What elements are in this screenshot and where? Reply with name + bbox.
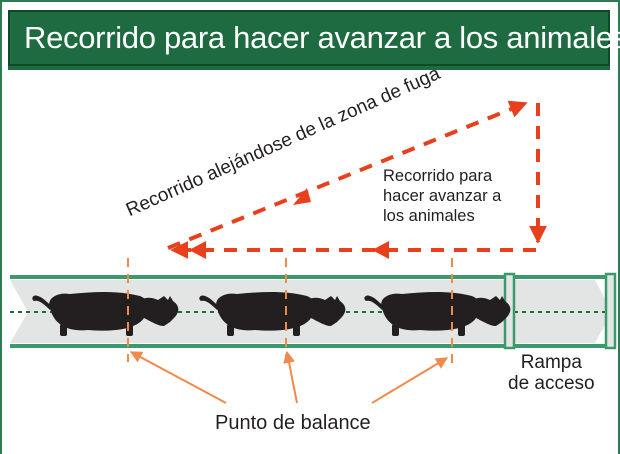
title-bar: Recorrido para hacer avanzar a los anima…: [8, 10, 620, 66]
advance-path-label: Recorrido para hacer avanzar a los anima…: [383, 166, 501, 226]
ramp-gate-end: [604, 272, 617, 350]
pointer-arrow-1: [129, 351, 227, 404]
advance-path-label-line-3: los animales: [383, 207, 475, 225]
balance-point-lines: [127, 258, 453, 368]
ramp-label: Rampa de acceso: [508, 352, 595, 394]
path-midpoint-arrows: [189, 188, 389, 259]
advance-path-label-line-1: Recorrido para: [383, 167, 493, 185]
mid-arrow-horizontal-1: [372, 241, 389, 259]
flight-zone-path-arrow: [167, 100, 528, 250]
title-underline: [8, 66, 610, 70]
page-title: Recorrido para hacer avanzar a los anima…: [24, 20, 620, 55]
mid-arrow-diagonal: [293, 188, 311, 205]
pointer-arrow-3: [371, 357, 449, 404]
balance-pointer-arrows: [129, 350, 449, 404]
mid-arrow-horizontal-2: [189, 241, 206, 259]
balance-point-label: Punto de balance: [215, 412, 371, 434]
animals: [32, 292, 511, 336]
handler-path: [167, 100, 547, 259]
pointer-arrow-2: [283, 350, 298, 404]
ramp-label-line-2: de acceso: [508, 373, 595, 394]
ramp-label-line-1: Rampa: [520, 352, 582, 373]
advance-path-label-line-2: hacer avanzar a: [383, 187, 502, 205]
